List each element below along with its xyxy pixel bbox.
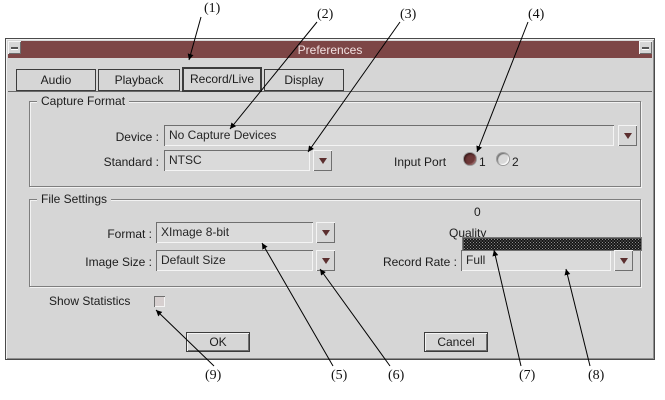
- callout-label-3: (3): [400, 7, 417, 22]
- standard-label: Standard :: [103, 155, 159, 169]
- input-port-label: Input Port: [394, 155, 447, 169]
- input-port-1-radio[interactable]: [464, 153, 476, 165]
- input-port-1-label: 1: [479, 155, 486, 169]
- cancel-button[interactable]: Cancel: [424, 332, 488, 352]
- show-statistics-label: Show Statistics: [49, 294, 131, 308]
- callout-label-9: (9): [205, 368, 222, 383]
- format-field[interactable]: XImage 8-bit: [156, 222, 313, 243]
- callout-label-8: (8): [588, 368, 605, 383]
- capture-format-group-label: Capture Format: [37, 94, 130, 109]
- quality-slider[interactable]: [463, 238, 641, 250]
- record-rate-label: Record Rate :: [382, 255, 457, 269]
- callout-label-6: (6): [388, 368, 405, 383]
- quality-label: Quality: [449, 226, 487, 240]
- window-maximize-dash-icon: [642, 47, 649, 49]
- preferences-window: Preferences Audio Playback Record/Live D…: [5, 38, 655, 360]
- titlebar[interactable]: Preferences: [8, 41, 652, 58]
- image-size-label: Image Size :: [85, 255, 152, 269]
- window-title: Preferences: [297, 42, 363, 57]
- dropdown-arrow-icon: [623, 132, 632, 139]
- dropdown-arrow-icon: [318, 157, 327, 164]
- callout-label-4: (4): [528, 7, 545, 22]
- standard-field[interactable]: NTSC: [164, 150, 310, 171]
- window-menu-dash-icon: [11, 47, 18, 49]
- tab-audio[interactable]: Audio: [16, 69, 96, 91]
- record-rate-dropdown-button[interactable]: [614, 250, 633, 271]
- image-size-dropdown-button[interactable]: [316, 250, 335, 271]
- window-menu-button[interactable]: [8, 41, 21, 54]
- dropdown-arrow-icon: [321, 229, 330, 236]
- callout-label-2: (2): [317, 7, 334, 22]
- tab-record-live[interactable]: Record/Live: [182, 67, 262, 92]
- file-settings-group-label: File Settings: [37, 192, 112, 207]
- ok-button[interactable]: OK: [186, 332, 250, 352]
- callout-label-1: (1): [204, 1, 221, 16]
- record-rate-field[interactable]: Full: [461, 250, 611, 271]
- input-port-2-label: 2: [512, 155, 519, 169]
- callout-label-7: (7): [519, 368, 536, 383]
- standard-dropdown-button[interactable]: [313, 150, 332, 171]
- format-dropdown-button[interactable]: [316, 222, 335, 243]
- quality-value: 0: [474, 205, 481, 219]
- image-size-field[interactable]: Default Size: [156, 250, 313, 271]
- input-port-2-radio[interactable]: [497, 153, 509, 165]
- tab-baseline: [8, 91, 652, 92]
- device-label: Device :: [115, 130, 159, 144]
- format-label: Format :: [107, 227, 152, 241]
- device-dropdown-button[interactable]: [618, 125, 637, 146]
- dropdown-arrow-icon: [321, 257, 330, 264]
- window-maximize-button[interactable]: [639, 41, 652, 54]
- device-field[interactable]: No Capture Devices: [164, 125, 614, 146]
- tab-playback[interactable]: Playback: [98, 69, 180, 91]
- callout-label-5: (5): [331, 368, 348, 383]
- dropdown-arrow-icon: [619, 257, 628, 264]
- show-statistics-checkbox[interactable]: [154, 296, 165, 307]
- tab-display[interactable]: Display: [264, 69, 344, 91]
